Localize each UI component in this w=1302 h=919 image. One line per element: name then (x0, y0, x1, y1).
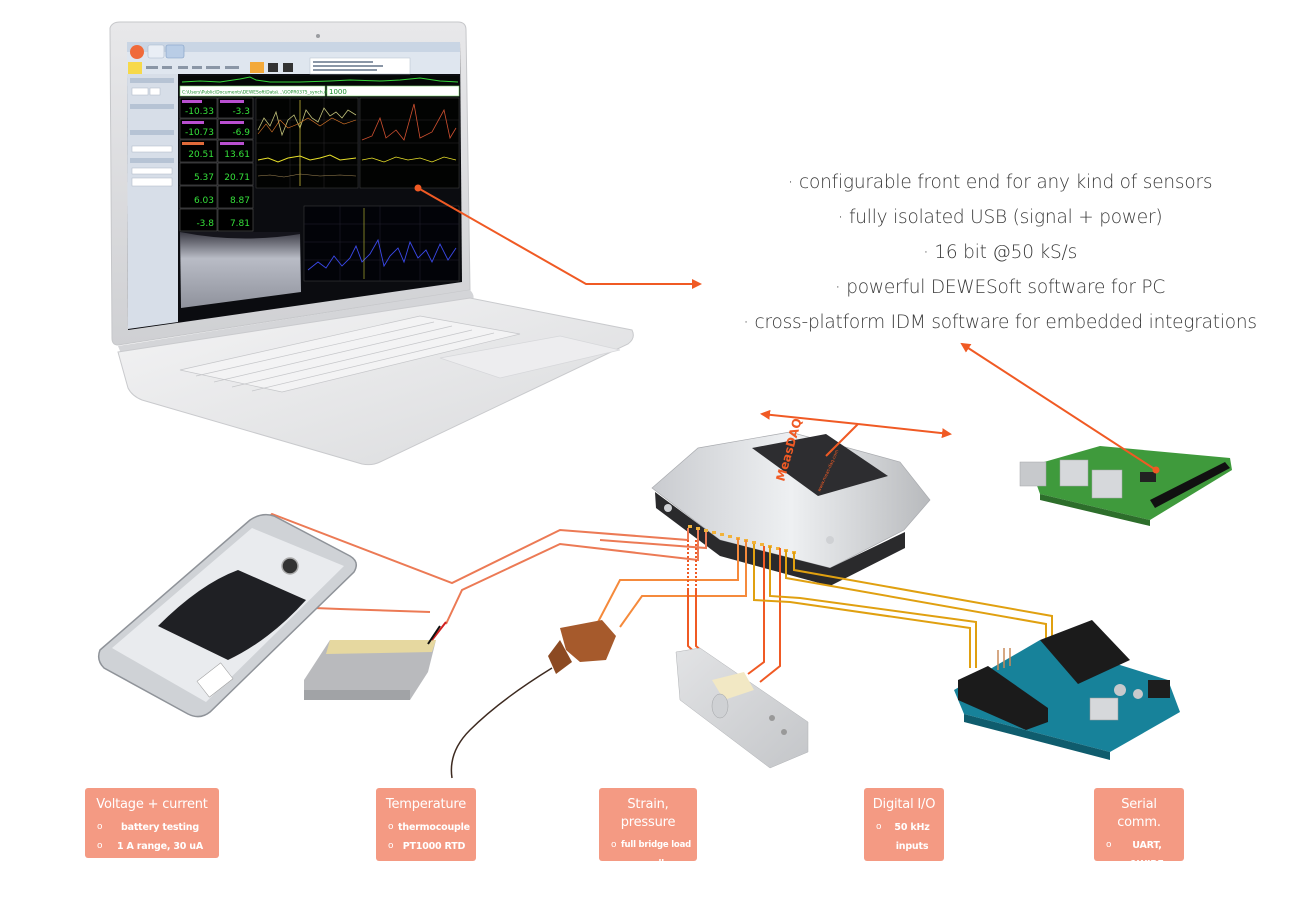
arduino-board (954, 620, 1180, 760)
meter-value: 13.61 (224, 150, 250, 160)
feature-item: 16 bit @50 kS/s (720, 235, 1280, 270)
meter-value: -6.9 (232, 128, 250, 138)
meter-value: 6.03 (194, 196, 214, 206)
app-logo-icon (130, 45, 144, 59)
category-item: full bridge load cell (605, 836, 691, 874)
meter-value: 8.87 (230, 196, 250, 206)
embedded-board (1019, 446, 1232, 526)
category-strain-pressure: Strain, pressure full bridge load cell e… (599, 788, 697, 907)
category-title: Voltage + current (96, 797, 208, 812)
rate-field: 1000 (329, 88, 347, 96)
link-arrow-left (760, 409, 859, 425)
link-arrow-right (857, 423, 952, 439)
meter-value: 5.37 (194, 173, 214, 183)
category-voltage-current: Voltage + current battery testing 1 A ra… (85, 788, 219, 871)
category-item: UART, 1WIRE (1100, 836, 1178, 874)
category-item: I2C sensors (1100, 874, 1178, 893)
category-item: 1 A range, 30 uA res. (91, 837, 213, 875)
category-item: PT1000 RTD (382, 837, 470, 856)
feature-list: configurable front end for any kind of s… (720, 165, 1280, 340)
laptop: C:\Users\Public\Documents\DEWESoft\Data\… (109, 21, 634, 466)
feature-item: cross-platform IDM software for embedded… (720, 305, 1280, 340)
feature-item: powerful DEWESoft software for PC (720, 270, 1280, 305)
data-file-path: C:\Users\Public\Documents\DEWESoft\Data\… (182, 90, 332, 96)
meter-value: -3.3 (232, 107, 250, 117)
daq-device: MeasDAQ www.meas-daq.com (651, 417, 931, 586)
digital-meters: -10.33 -3.3 -10.73 -6.9 20.51 13.61 5.37… (179, 97, 254, 232)
keyboard (179, 315, 521, 393)
smartphone (97, 513, 357, 718)
play-button (128, 62, 142, 74)
category-title: Digital I/O (872, 797, 936, 812)
meter-value: -3.8 (196, 219, 214, 229)
meter-value: 7.81 (230, 219, 250, 229)
feature-item: configurable front end for any kind of s… (720, 165, 1280, 200)
category-serial-comm: Serial comm. UART, 1WIRE I2C sensors (1094, 788, 1184, 893)
laptop-screen: C:\Users\Public\Documents\DEWESoft\Data\… (127, 42, 462, 330)
meter-value: -10.33 (185, 107, 214, 117)
camera-video (180, 232, 301, 308)
pc-link-arrow (414, 184, 702, 289)
feature-item: fully isolated USB (signal + power) (720, 200, 1280, 235)
thermocouple-connector (450, 620, 616, 779)
meter-value: 20.71 (224, 173, 250, 183)
meter-value: -10.73 (185, 128, 214, 138)
category-item: battery testing (91, 818, 213, 837)
category-item: excitation 3.3 .. 24 V (605, 874, 691, 912)
category-item: thermocouple (382, 818, 470, 837)
category-item: 50 kHz inputs (870, 818, 938, 856)
webcam-icon (316, 34, 320, 38)
trackpad (439, 335, 621, 379)
battery (304, 621, 447, 700)
meter-value: 20.51 (188, 150, 214, 160)
category-item: PWM outputs (870, 856, 938, 894)
category-temperature: Temperature thermocouple PT1000 RTD (376, 788, 476, 861)
category-title: Strain, pressure (620, 797, 676, 830)
category-title: Serial comm. (1117, 797, 1161, 830)
category-digital-io: Digital I/O 50 kHz inputs PWM outputs (864, 788, 944, 890)
laptop-base (117, 297, 634, 466)
load-cell (675, 647, 809, 769)
embedded-link-arrow (960, 342, 1160, 474)
category-title: Temperature (385, 797, 467, 812)
